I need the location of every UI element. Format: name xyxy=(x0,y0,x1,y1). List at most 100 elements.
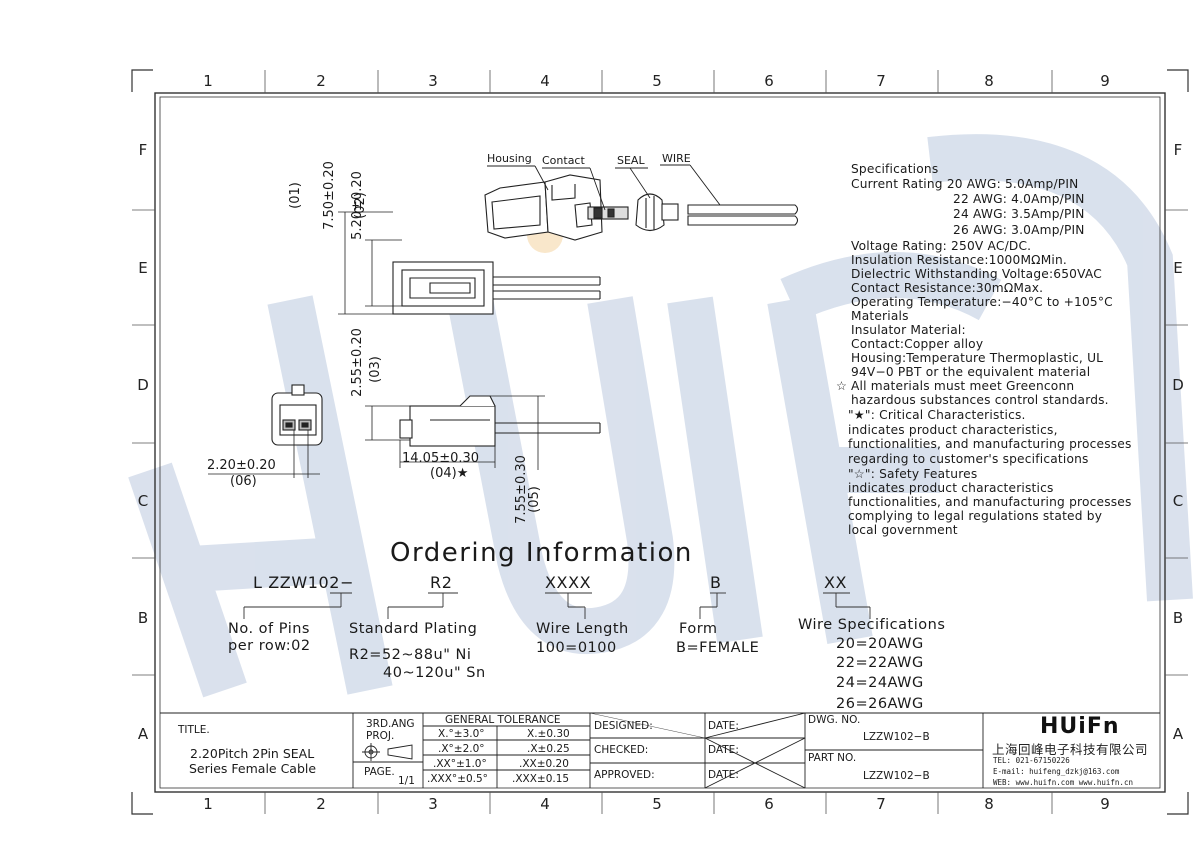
safety-star-icon: ☆ xyxy=(836,379,848,393)
form-value: B=FEMALE xyxy=(676,640,760,656)
spec-line: Contact:Copper alloy xyxy=(851,337,984,351)
tolerance-linear: .XX±0.20 xyxy=(519,758,569,770)
tolerance-angle: .XXX°±0.5° xyxy=(427,773,488,785)
ordering-code-length: XXXX xyxy=(545,573,592,592)
zone-col-4-top: 4 xyxy=(540,72,550,90)
dwg-no-label: DWG. NO. xyxy=(808,714,861,726)
zone-col-6-top: 6 xyxy=(764,72,774,90)
designed-date-label: DATE: xyxy=(708,720,739,732)
dimension-05-ref: (05) xyxy=(526,486,542,513)
callout-wire: WIRE xyxy=(662,152,691,165)
dimension-03: 2.55±0.20 xyxy=(349,328,365,397)
zone-col-3-bottom: 3 xyxy=(428,795,438,813)
part-no-value: LZZW102−B xyxy=(863,770,930,782)
dimension-02-ref: (02) xyxy=(352,192,368,219)
pins-value: per row:02 xyxy=(228,638,311,654)
callout-housing: Housing xyxy=(487,152,532,165)
callout-seal: SEAL xyxy=(617,154,645,167)
company-tel: TEL: 021-67150226 xyxy=(993,756,1070,765)
dimension-06-ref: (06) xyxy=(230,474,257,489)
ordering-code-wire: XX xyxy=(824,573,848,592)
zone-col-1-top: 1 xyxy=(203,72,213,90)
approved-label: APPROVED: xyxy=(594,769,655,781)
zone-col-5-bottom: 5 xyxy=(652,795,662,813)
dimension-04: 14.05±0.30 xyxy=(402,451,480,466)
spec-line: Current Rating 20 AWG: 5.0Amp/PIN xyxy=(851,177,1079,191)
length-label: Wire Length xyxy=(536,621,629,637)
zone-col-6-bottom: 6 xyxy=(764,795,774,813)
zone-row-c-left: C xyxy=(137,492,149,510)
zone-row-e-right: E xyxy=(1173,259,1183,277)
projection-label2: PROJ. xyxy=(366,730,395,742)
tolerance-angle: X.°±3.0° xyxy=(438,728,485,740)
zone-row-d-left: D xyxy=(137,376,149,394)
plating-line1: R2=52~88u" Ni xyxy=(349,647,472,663)
side-view xyxy=(392,261,601,315)
wire-spec-value: 22=22AWG xyxy=(836,655,924,671)
zone-row-d-right: D xyxy=(1172,376,1184,394)
spec-line: 94V−0 PBT or the equivalent material xyxy=(851,365,1091,379)
designed-label: DESIGNED: xyxy=(594,720,653,732)
zone-col-3-top: 3 xyxy=(428,72,438,90)
approved-date-label: DATE: xyxy=(708,769,739,781)
zone-col-2-top: 2 xyxy=(316,72,326,90)
zone-row-a-left: A xyxy=(137,725,149,743)
spec-heading: Specifications xyxy=(851,162,939,176)
dimension-01: 7.50±0.20 xyxy=(321,161,337,230)
dimension-04-ref: (04)★ xyxy=(430,466,469,481)
page-label: PAGE. xyxy=(364,766,395,778)
spec-line: 22 AWG: 4.0Amp/PIN xyxy=(953,192,1085,206)
dimension-03-ref: (03) xyxy=(367,356,383,383)
critical-mark: "★": Critical Characteristics. xyxy=(848,408,1026,422)
spec-line: hazardous substances control standards. xyxy=(851,393,1109,407)
critical-line: functionalities, and manufacturing proce… xyxy=(848,437,1132,451)
company-name: 上海回峰电子科技有限公司 xyxy=(992,742,1149,757)
zone-col-5-top: 5 xyxy=(652,72,662,90)
length-value: 100=0100 xyxy=(536,640,617,656)
watermark-logo xyxy=(128,134,1193,698)
plating-line2: 40~120u" Sn xyxy=(383,665,486,681)
zone-col-9-top: 9 xyxy=(1100,72,1110,90)
spec-line: Operating Temperature:−40°C to +105°C xyxy=(851,295,1113,309)
safety-line: functionalities, and manufacturing proce… xyxy=(848,495,1132,509)
zone-col-4-bottom: 4 xyxy=(540,795,550,813)
projection-label1: 3RD.ANG xyxy=(366,718,415,730)
pins-label: No. of Pins xyxy=(228,621,310,637)
company-email: E-mail: huifeng_dzkj@163.com xyxy=(993,767,1120,776)
company-logo: HUiFn xyxy=(1040,714,1120,739)
tolerance-linear: .X±0.25 xyxy=(527,743,570,755)
tolerance-heading: GENERAL TOLERANCE xyxy=(445,714,561,726)
spec-line: Housing:Temperature Thermoplastic, UL xyxy=(851,351,1104,365)
title-line1: 2.20Pitch 2Pin SEAL xyxy=(190,746,315,761)
wire-spec-value: 24=24AWG xyxy=(836,675,924,691)
critical-line: regarding to customer's specifications xyxy=(848,452,1089,466)
dimension-06: 2.20±0.20 xyxy=(207,458,276,473)
critical-line: indicates product characteristics, xyxy=(848,423,1058,437)
safety-line: complying to legal regulations stated by xyxy=(848,509,1103,523)
ordering-code-plating: R2 xyxy=(430,573,453,592)
spec-line: Voltage Rating: 250V AC/DC. xyxy=(851,239,1032,253)
exploded-view xyxy=(484,174,799,241)
tolerance-linear: X.±0.30 xyxy=(527,728,570,740)
dimension-01-ref: (01) xyxy=(287,182,303,209)
projection-symbol xyxy=(362,743,413,761)
page-value: 1/1 xyxy=(398,775,415,787)
ordering-code-form: B xyxy=(710,573,722,592)
plating-label: Standard Plating xyxy=(349,621,478,637)
part-no-label: PART NO. xyxy=(808,752,857,764)
title-line2: Series Female Cable xyxy=(189,761,317,776)
spec-line: Contact Resistance:30mΩMax. xyxy=(851,281,1044,295)
spec-line: 24 AWG: 3.5Amp/PIN xyxy=(953,207,1085,221)
zone-row-f-left: F xyxy=(138,141,148,159)
company-web: WEB: www.huifn.com www.huifn.cn xyxy=(993,778,1133,787)
zone-col-8-bottom: 8 xyxy=(984,795,994,813)
tolerance-angle: .X°±2.0° xyxy=(438,743,485,755)
safety-line: indicates product characteristics xyxy=(848,481,1054,495)
zone-row-b-right: B xyxy=(1172,609,1184,627)
spec-line: 26 AWG: 3.0Amp/PIN xyxy=(953,223,1085,237)
form-label: Form xyxy=(679,621,718,637)
zone-row-f-right: F xyxy=(1173,141,1183,159)
safety-line: local government xyxy=(848,523,958,537)
wire-spec-value: 20=20AWG xyxy=(836,636,924,652)
